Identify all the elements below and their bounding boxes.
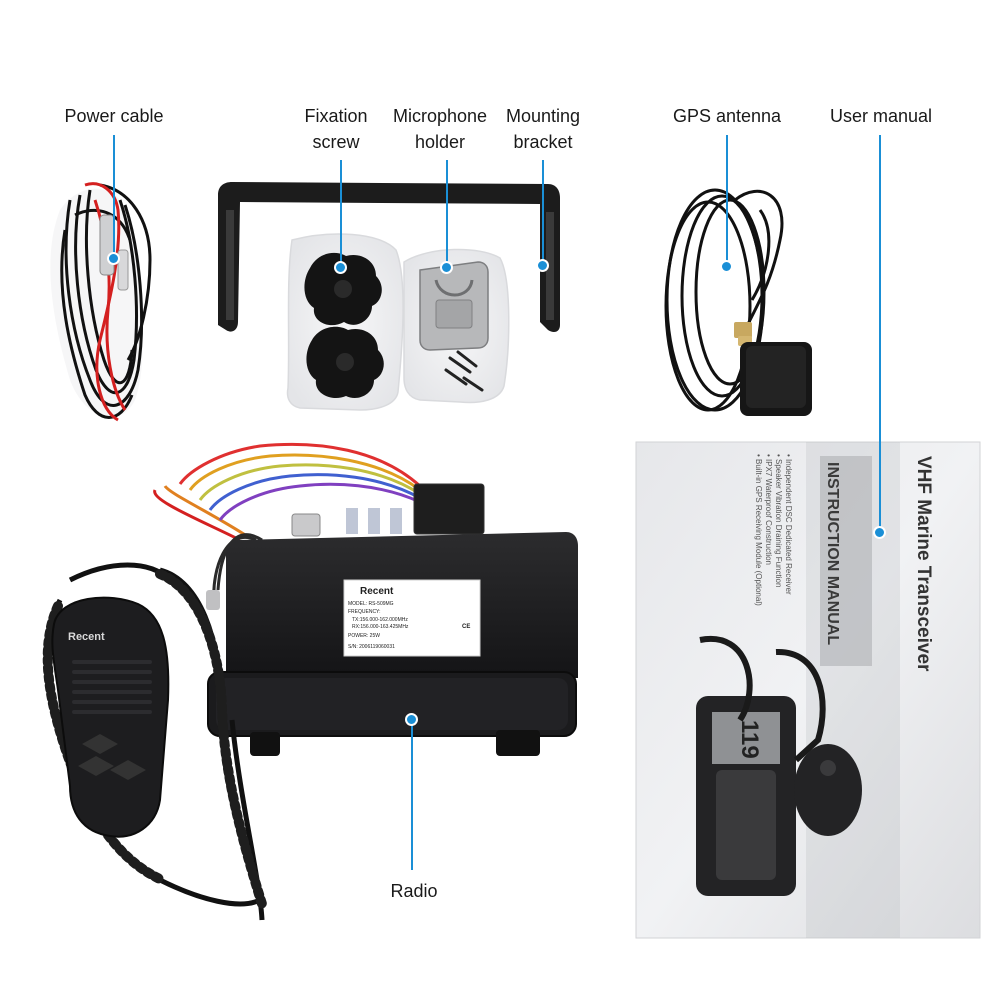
leader-dot-user-manual (873, 526, 886, 539)
manual-feature-2: • Speaker Vibration Draining Function (774, 454, 783, 587)
callout-gps-antenna: GPS antenna (672, 106, 782, 126)
radio-frequency: FREQUENCY: (348, 609, 381, 615)
manual-feature-3: • IPX7 Waterproof Construction (764, 454, 773, 565)
microphone-image: Recent (42, 562, 267, 921)
radio-power: POWER: 25W (348, 633, 380, 639)
callout-user-manual: User manual (829, 106, 933, 126)
callout-mounting-bracket: Mounting bracket (505, 106, 581, 152)
radio-brand-logo: Recent (360, 586, 394, 597)
user-manual-image (635, 441, 981, 939)
mic-brand-logo: Recent (68, 631, 105, 643)
manual-feature-1: • Independent DSC Dedicated Receiver (784, 454, 793, 595)
radio-serial: S/N: 2006119060031 (348, 644, 395, 650)
leader-dot-radio (405, 713, 418, 726)
fixation-screw-image (286, 233, 404, 411)
radio-image (153, 442, 578, 756)
power-cable-image (50, 182, 152, 422)
radio-label-sticker (343, 579, 481, 657)
leader-fixation-screw (340, 160, 342, 266)
callout-microphone-holder: Microphone holder (392, 106, 488, 152)
leader-dot-microphone-holder (440, 261, 453, 274)
leader-gps-antenna (726, 135, 728, 265)
radio-ce-mark: CE (462, 624, 470, 630)
leader-mounting-bracket (542, 160, 544, 264)
manual-text-block: VHF Marine Transceiver INSTRUCTION MANUA… (736, 454, 934, 759)
radio-tx: TX:156.000-162.000MHz (352, 617, 408, 623)
leader-microphone-holder (446, 160, 448, 266)
leader-user-manual (879, 135, 881, 531)
radio-rx: RX:156.000-163.425MHz (352, 624, 409, 630)
callout-radio: Radio (390, 881, 438, 901)
radio-model: MODEL: RS-509MG (348, 601, 394, 607)
manual-title: VHF Marine Transceiver (913, 456, 934, 672)
leader-dot-mounting-bracket (536, 259, 549, 272)
manual-feature-4: • Built-in GPS Receiving Module (Optiona… (754, 454, 763, 606)
gps-antenna-image (664, 188, 812, 416)
microphone-holder-image (403, 248, 510, 404)
mounting-bracket-image (218, 182, 560, 333)
callout-power-cable: Power cable (64, 106, 164, 126)
manual-subtitle: INSTRUCTION MANUAL (824, 462, 841, 645)
manual-radio-photo (696, 635, 862, 896)
leader-dot-fixation-screw (334, 261, 347, 274)
callout-fixation-screw: Fixation screw (304, 106, 368, 152)
leader-dot-gps-antenna (720, 260, 733, 273)
leader-dot-power-cable (107, 252, 120, 265)
manual-screen-channel: 119 (736, 720, 763, 759)
leader-radio (411, 718, 413, 870)
leader-power-cable (113, 135, 115, 257)
radio-label-text: Recent MODEL: RS-509MG FREQUENCY: TX:156… (348, 586, 470, 650)
